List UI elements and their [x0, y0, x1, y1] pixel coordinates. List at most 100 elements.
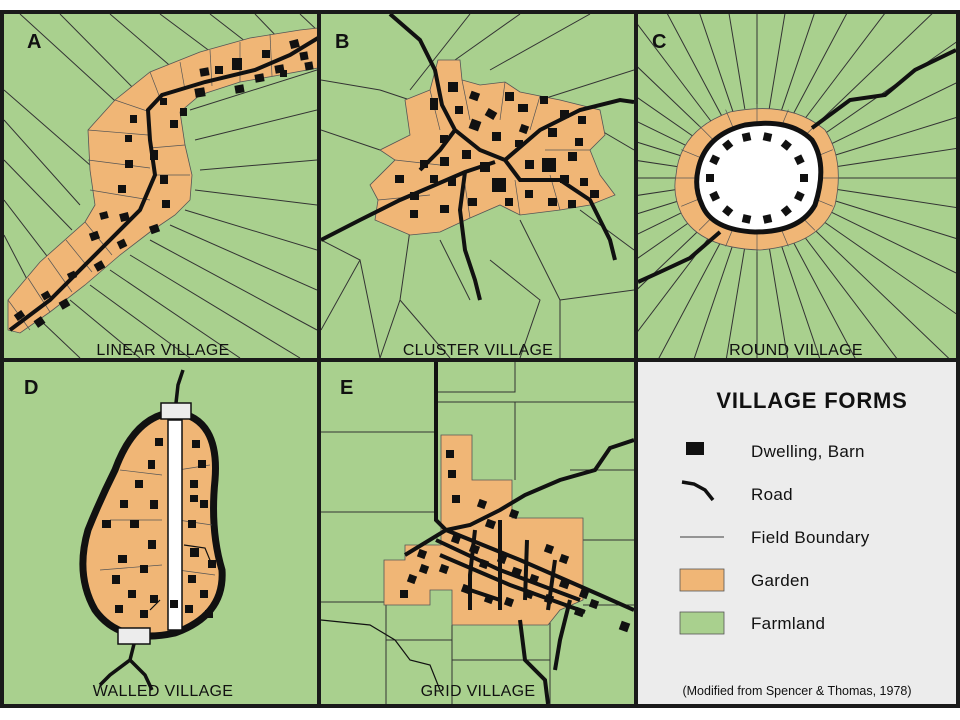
dwellings — [400, 450, 631, 633]
field-boundary — [728, 14, 746, 109]
field-boundary — [811, 14, 933, 129]
field-boundary — [638, 209, 688, 235]
dwelling — [452, 495, 460, 503]
dwelling — [93, 260, 106, 272]
dwelling — [575, 138, 583, 146]
field-boundary — [638, 141, 683, 157]
dwelling — [148, 540, 156, 549]
field-boundary — [4, 119, 81, 206]
plot-boundary — [65, 239, 93, 273]
dwelling — [112, 575, 120, 584]
garden-swatch — [679, 568, 725, 592]
dwelling — [188, 520, 196, 528]
dwelling — [448, 470, 456, 478]
dwelling — [430, 175, 438, 183]
dwelling — [523, 588, 535, 600]
field-boundary — [299, 14, 317, 31]
panel-round-village: C ROUND VILLAGE — [638, 14, 956, 359]
dwelling — [518, 123, 530, 135]
panel-letter: B — [335, 31, 349, 53]
dwelling — [440, 135, 448, 143]
panel-label: LINEAR VILLAGE — [96, 342, 229, 359]
dwelling — [150, 595, 158, 603]
dwelling — [192, 440, 200, 448]
dwelling — [208, 560, 216, 568]
dwelling — [262, 50, 270, 58]
field-boundary — [699, 14, 734, 112]
dwellings — [13, 38, 314, 328]
dwelling — [496, 553, 508, 565]
dwelling — [505, 198, 513, 206]
dwelling — [128, 590, 136, 598]
dwelling — [130, 115, 137, 123]
dwelling — [468, 543, 481, 555]
dwelling — [410, 192, 419, 200]
panel-label: WALLED VILLAGE — [93, 683, 234, 700]
dwelling — [190, 548, 199, 557]
legend-label: Field Boundary — [751, 528, 870, 547]
road — [8, 36, 317, 332]
legend-label: Road — [751, 485, 793, 504]
dwelling — [125, 160, 133, 168]
dwelling — [540, 96, 548, 104]
dwelling — [185, 605, 193, 613]
dwelling — [525, 160, 534, 169]
field-boundary — [831, 117, 956, 157]
field-boundary — [69, 299, 141, 358]
dwelling — [418, 563, 430, 575]
plot-boundary — [269, 33, 273, 77]
dwelling — [480, 162, 490, 172]
dwelling — [483, 593, 495, 605]
dwelling — [205, 610, 213, 618]
dwelling — [741, 132, 752, 142]
dwelling — [448, 82, 458, 92]
dwelling — [446, 450, 454, 458]
village-green — [694, 120, 824, 235]
dwelling — [450, 533, 462, 545]
dwelling — [780, 205, 792, 217]
dwelling — [588, 598, 600, 610]
dwelling — [58, 298, 71, 310]
dwelling — [462, 150, 471, 159]
field-boundary — [768, 14, 786, 109]
plot-boundary — [698, 125, 715, 142]
field-boundary — [638, 218, 695, 259]
farmland-swatch — [679, 611, 725, 635]
dwellings — [395, 82, 599, 218]
field-boundary — [109, 14, 176, 71]
field-boundary — [826, 82, 956, 147]
field-boundary — [780, 14, 815, 112]
roads — [403, 362, 634, 704]
dwelling — [543, 543, 555, 555]
dwelling — [525, 190, 533, 198]
dwelling — [180, 108, 187, 116]
field-boundary — [4, 234, 31, 286]
plot-boundary — [681, 149, 702, 159]
field-boundary — [638, 227, 703, 290]
dwelling — [116, 238, 128, 250]
dwelling — [125, 135, 132, 142]
lanes — [321, 619, 441, 691]
field-boundary — [780, 244, 821, 358]
field-boundary — [189, 69, 317, 111]
plot-boundary — [87, 129, 149, 136]
south-gate — [117, 627, 151, 645]
field-boundary — [826, 209, 956, 274]
field-boundary — [109, 269, 241, 358]
dwelling — [448, 178, 456, 186]
roads — [638, 48, 956, 284]
dwelling — [118, 185, 126, 193]
dwelling — [13, 310, 26, 321]
dwelling — [440, 157, 449, 166]
lanes — [149, 544, 213, 611]
dwelling — [304, 61, 314, 71]
plot-boundary — [47, 257, 73, 293]
dwelling — [198, 460, 206, 468]
dwelling — [118, 555, 127, 563]
dwelling — [476, 498, 488, 510]
panel-label: ROUND VILLAGE — [729, 342, 863, 359]
field-boundary — [666, 14, 723, 116]
dwelling — [99, 211, 109, 220]
dwelling — [543, 593, 555, 605]
